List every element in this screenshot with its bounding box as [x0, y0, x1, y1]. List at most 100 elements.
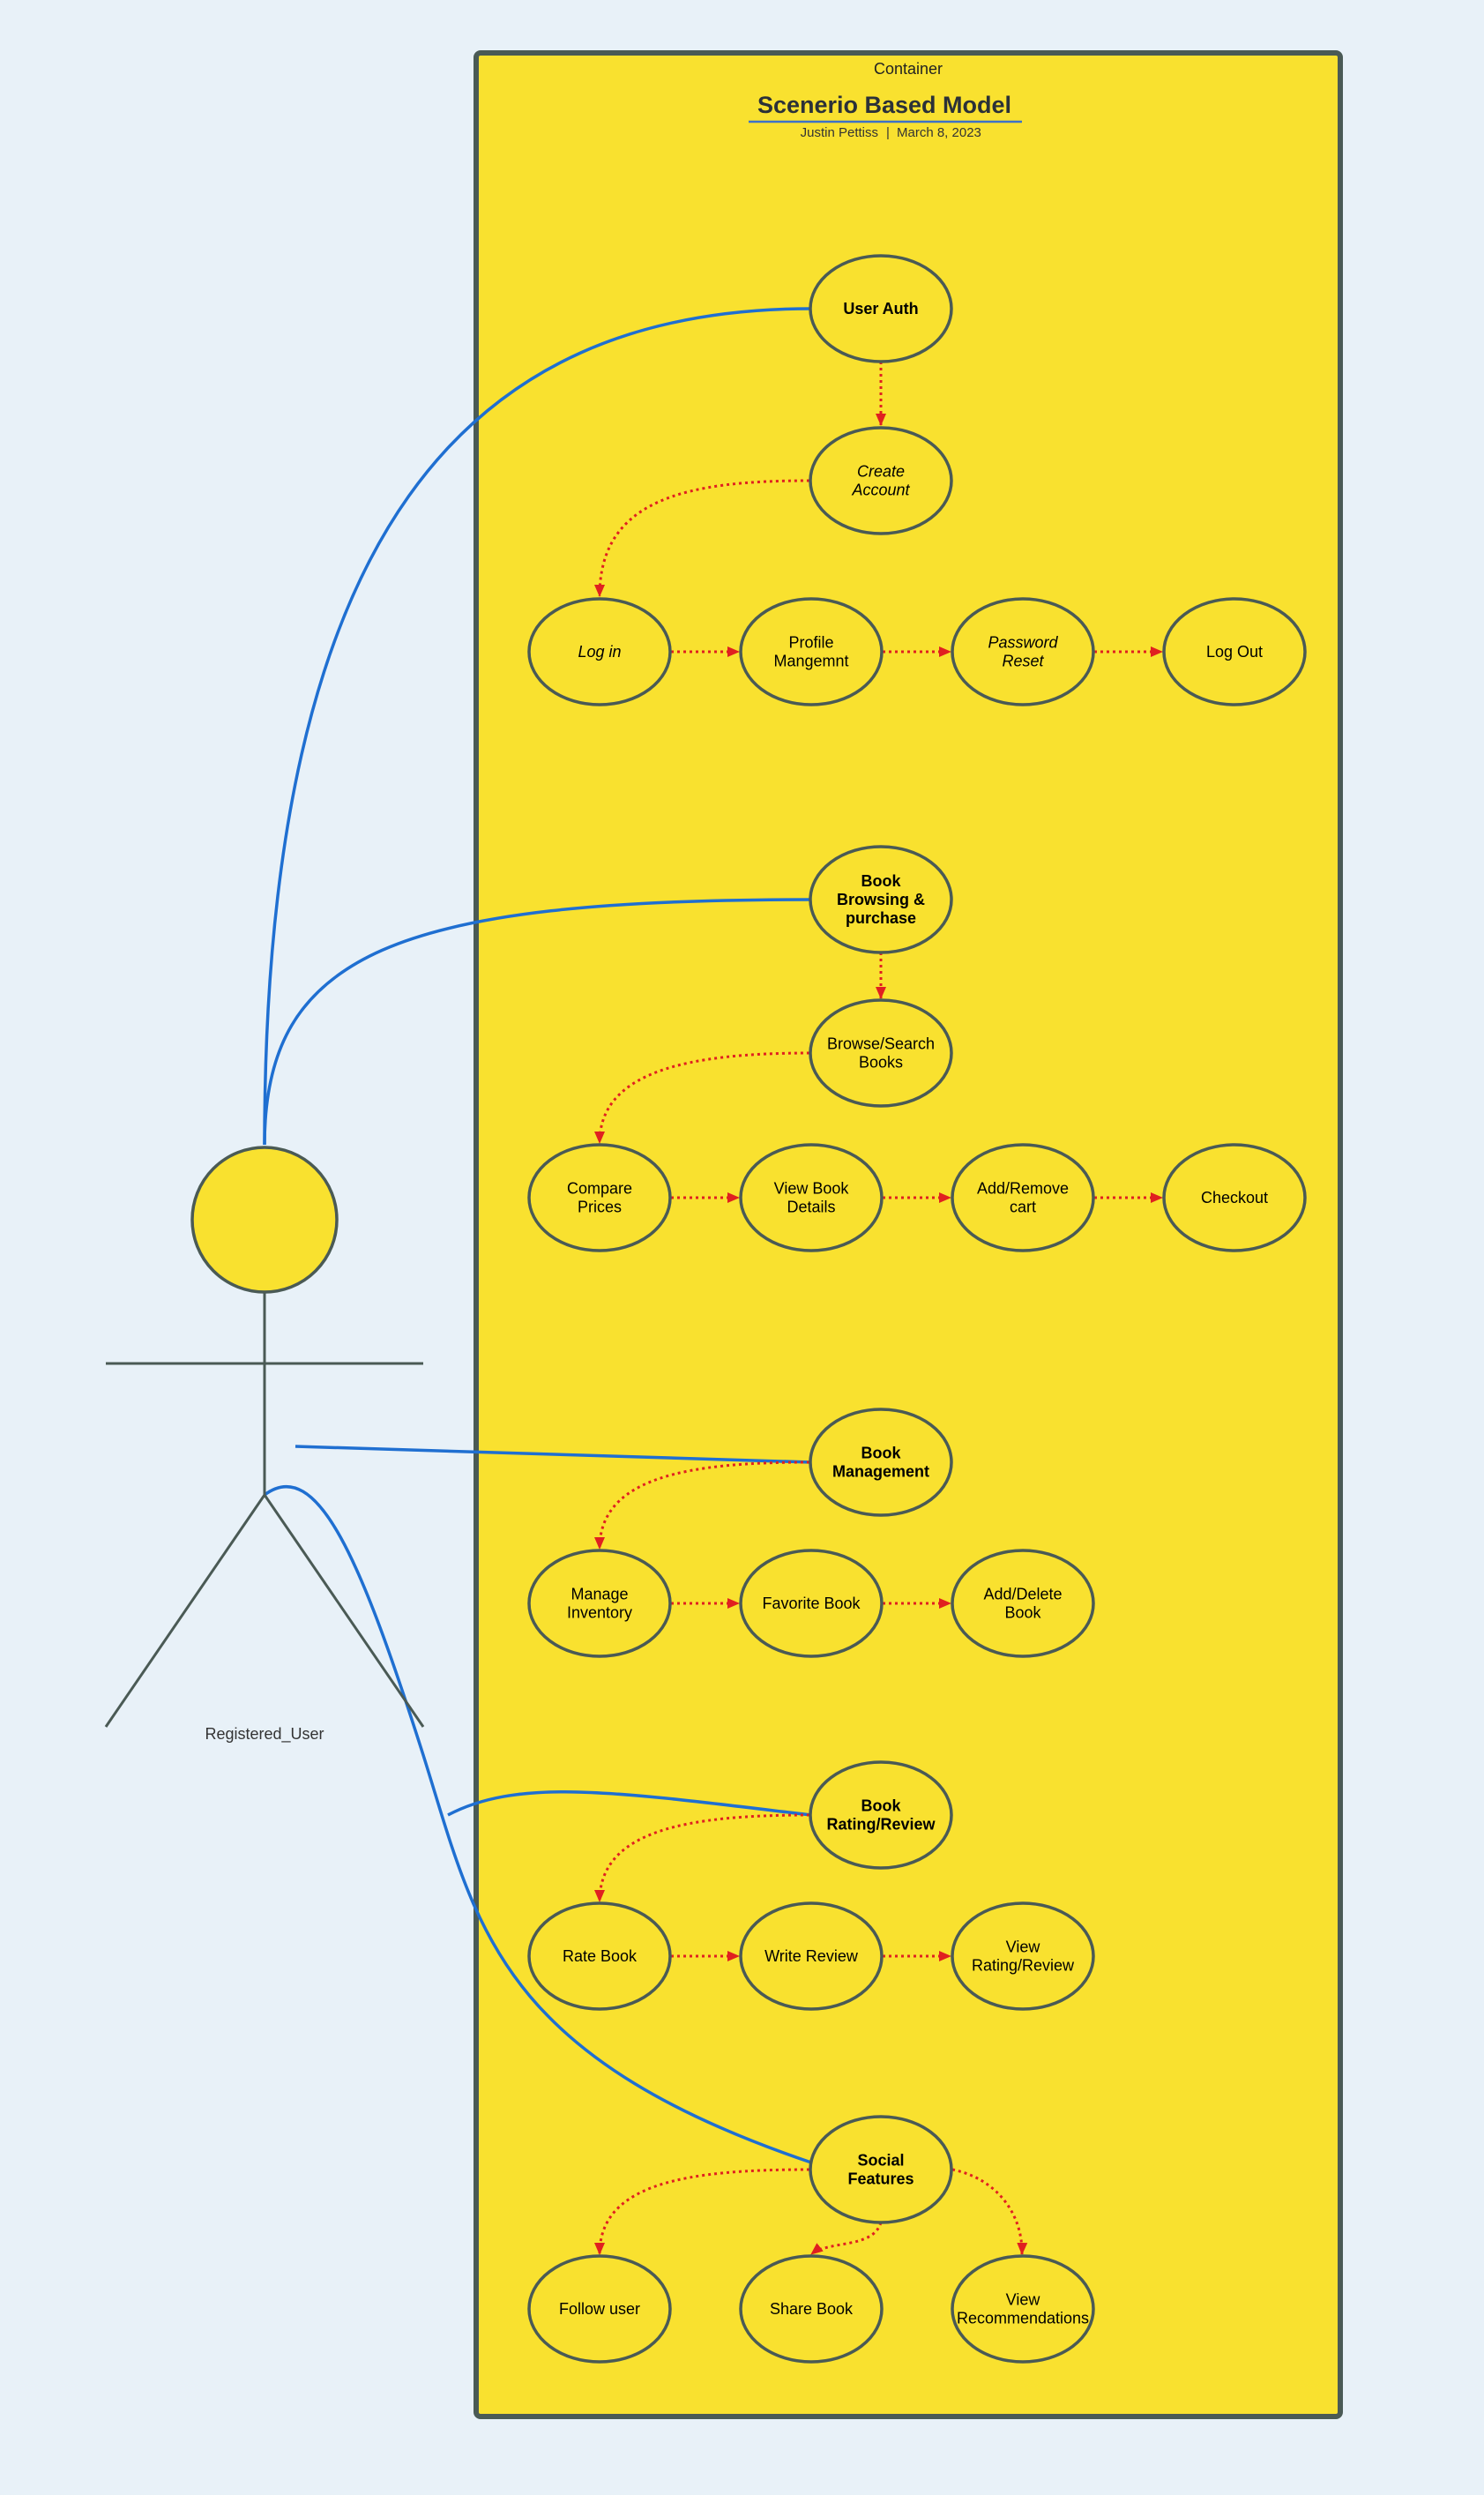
use-case-write-review[interactable]: Write Review	[739, 1901, 884, 2011]
use-case-label: Write Review	[764, 1947, 859, 1965]
use-case-ellipse[interactable]	[739, 597, 884, 706]
actor-left-leg	[104, 1494, 266, 1728]
use-case-ellipse[interactable]	[809, 254, 953, 363]
use-case-ellipse[interactable]	[527, 1549, 672, 1658]
use-case-follow-user[interactable]: Follow user	[527, 2254, 672, 2364]
actor-head	[190, 1146, 339, 1294]
use-case-label: Add/Remove	[977, 1180, 1069, 1198]
use-case-user-auth[interactable]: User Auth	[809, 254, 953, 363]
use-case-label: cart	[1010, 1199, 1036, 1216]
use-case-ellipse[interactable]	[951, 2254, 1095, 2364]
use-case-label: Profile	[788, 634, 833, 652]
use-case-label: Management	[832, 1463, 929, 1481]
use-case-share-book[interactable]: Share Book	[739, 2254, 884, 2364]
diagram-author: Justin Pettiss	[801, 125, 878, 140]
container-label: Container	[874, 60, 943, 78]
association-social	[263, 1484, 812, 2164]
arrow-createaccount-login	[594, 479, 810, 597]
use-case-label: Book	[861, 872, 902, 890]
flow-arrows	[594, 362, 1163, 2256]
use-case-label: Compare	[567, 1180, 632, 1198]
use-case-ellipse[interactable]	[951, 1901, 1095, 2011]
association-user-auth	[263, 307, 812, 1146]
use-case-ellipse[interactable]	[809, 426, 953, 535]
use-case-ellipse[interactable]	[739, 1549, 884, 1658]
use-case-label: View	[1006, 2291, 1041, 2309]
use-case-ellipse[interactable]	[951, 597, 1095, 706]
use-case-rate-book[interactable]: Rate Book	[527, 1901, 672, 2011]
use-case-ellipse[interactable]	[951, 1143, 1095, 1252]
use-case-label: Log in	[578, 643, 621, 661]
arrow-browse-compare	[594, 1051, 810, 1144]
use-case-label: Create	[857, 463, 905, 481]
use-case-label: Rating/Review	[972, 1957, 1075, 1975]
use-case-log-out[interactable]: Log Out	[1162, 597, 1307, 706]
use-case-label: Browse/Search	[827, 1035, 935, 1053]
use-case-ellipse[interactable]	[739, 1901, 884, 2011]
use-case-ellipse[interactable]	[527, 1143, 672, 1252]
use-case-ellipse[interactable]	[527, 1901, 672, 2011]
diagram-date: March 8, 2023	[897, 125, 981, 140]
use-case-log-in[interactable]: Log in	[527, 597, 672, 706]
diagram-title: Scenerio Based Model	[757, 92, 1011, 118]
use-case-label: Rate Book	[563, 1947, 638, 1965]
use-case-ellipse[interactable]	[809, 998, 953, 1108]
arrow-social-share	[810, 2222, 883, 2256]
use-case-label: Inventory	[567, 1604, 632, 1622]
use-case-ellipse[interactable]	[527, 597, 672, 706]
use-case-ellipse[interactable]	[739, 2254, 884, 2364]
association-lines	[263, 307, 812, 2164]
use-case-label: purchase	[846, 909, 916, 927]
use-case-label: Browsing &	[837, 891, 925, 908]
use-case-label: Book	[861, 1797, 902, 1815]
use-case-label: Manage	[570, 1586, 628, 1603]
meta-separator: |	[886, 125, 890, 140]
use-case-ellipse[interactable]	[809, 2115, 953, 2224]
use-case-ellipse[interactable]	[1162, 1143, 1307, 1252]
use-case-checkout[interactable]: Checkout	[1162, 1143, 1307, 1252]
use-case-label: View	[1006, 1938, 1041, 1956]
use-case-label: Features	[847, 2170, 914, 2188]
use-case-label: Prices	[578, 1199, 622, 1216]
use-case-ellipse[interactable]	[951, 1549, 1095, 1658]
arrow-management-inventory	[594, 1460, 810, 1550]
association-browsing	[263, 898, 812, 1146]
use-case-label: Log Out	[1206, 643, 1263, 661]
use-case-ellipse[interactable]	[739, 1143, 884, 1252]
use-case-ellipse[interactable]	[1162, 597, 1307, 706]
use-case-ellipse[interactable]	[809, 1760, 953, 1870]
use-case-label: Books	[859, 1054, 903, 1072]
arrow-social-follow	[594, 2168, 810, 2255]
use-case-ellipse[interactable]	[809, 845, 953, 954]
use-case-label: Favorite Book	[762, 1595, 861, 1612]
association-rating-review	[447, 1790, 812, 1817]
actor-registered-user[interactable]: Registered_User	[104, 1146, 425, 1744]
arrow-social-recs	[951, 2168, 1028, 2255]
use-case-ellipse[interactable]	[527, 2254, 672, 2364]
use-case-label: Rating/Review	[826, 1816, 936, 1834]
use-case-ellipse[interactable]	[809, 1408, 953, 1517]
use-case-label: Social	[857, 2152, 904, 2170]
actor-right-leg	[263, 1494, 425, 1728]
system-container[interactable]	[474, 50, 1343, 2419]
use-case-favorite[interactable]: Favorite Book	[739, 1549, 884, 1658]
arrow-review-rate	[594, 1813, 810, 1902]
use-case-label: Reset	[1002, 653, 1044, 670]
